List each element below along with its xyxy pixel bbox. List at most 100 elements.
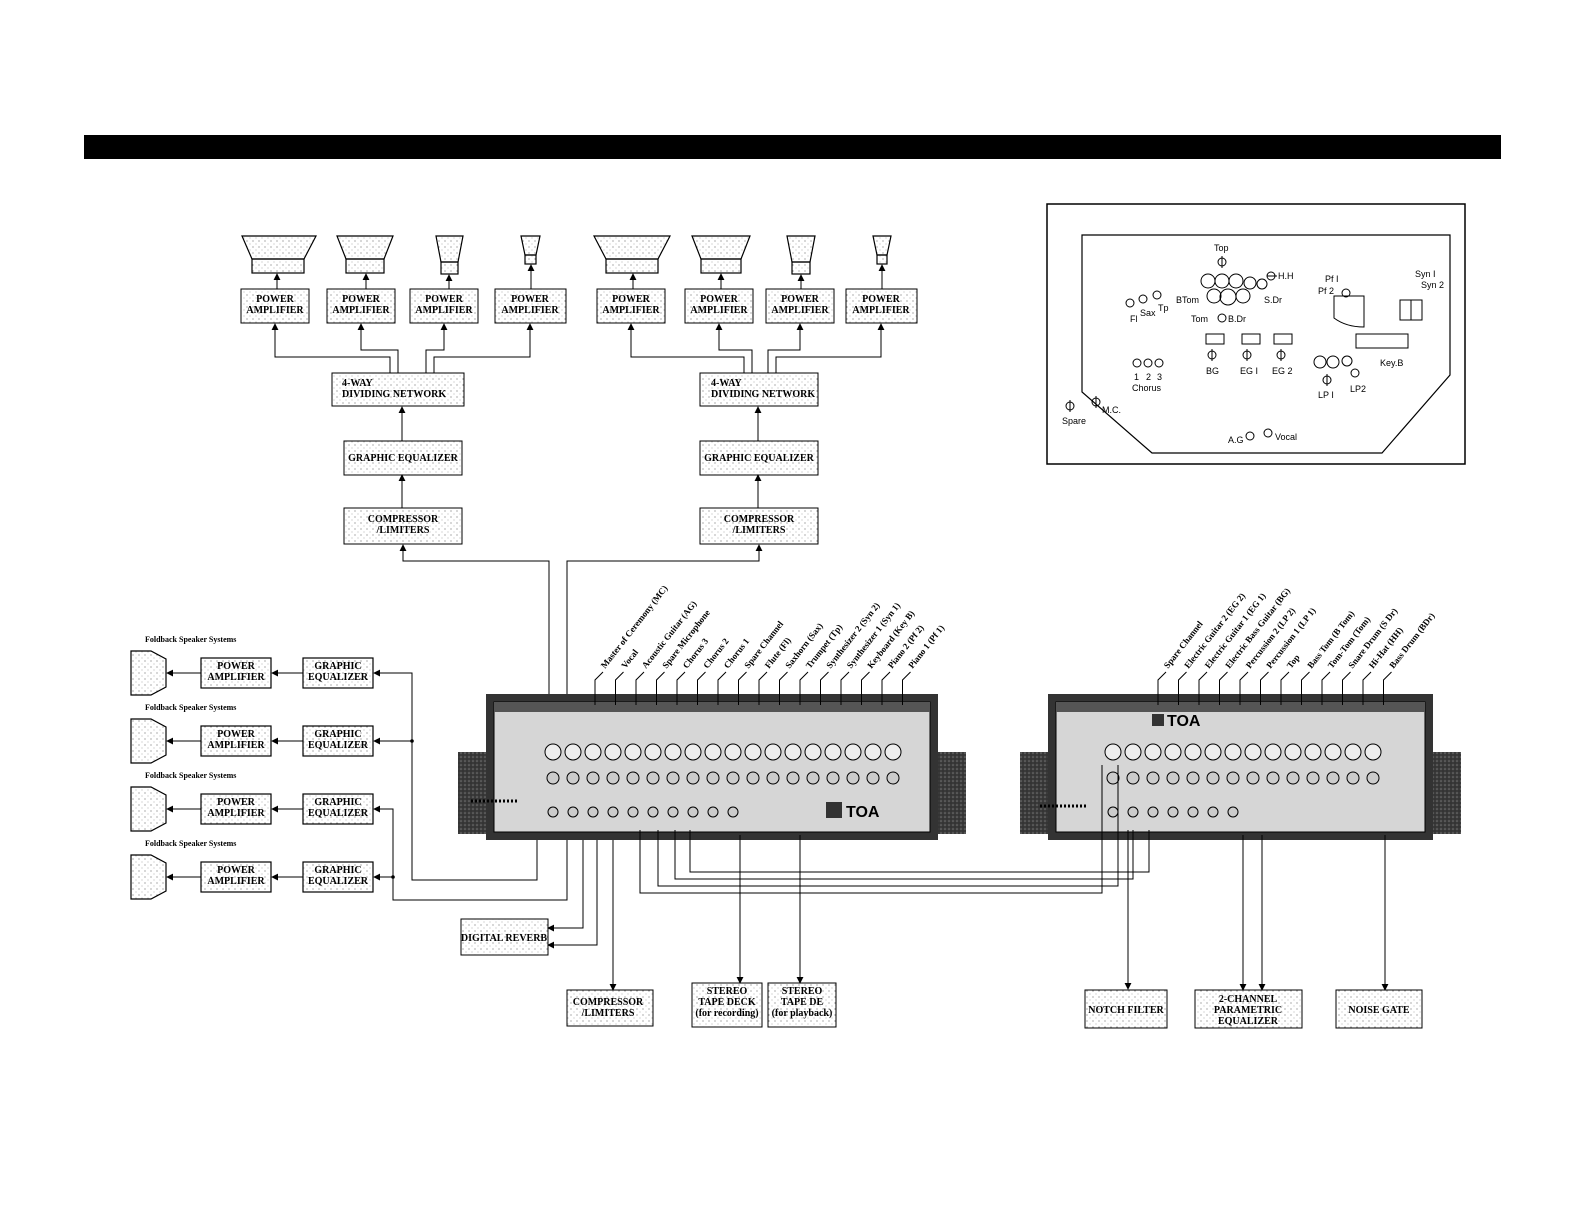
channel-label: Vocal [619, 647, 640, 670]
left-console-brand: TOA [846, 804, 880, 821]
jack-icon [866, 771, 880, 785]
dividing-network-box [331, 372, 465, 407]
stage-label-sdr: S.Dr [1264, 295, 1282, 305]
channel-leader [1301, 671, 1310, 705]
speaker-driver-icon [791, 261, 811, 275]
speaker-horn-icon [435, 235, 464, 263]
jack-icon [1127, 806, 1139, 818]
mic-markers [1065, 256, 1360, 441]
jack-icon [607, 806, 619, 818]
jack-icon [646, 771, 660, 785]
jack-icon [846, 771, 860, 785]
foldback-label: Foldback Speaker Systems [145, 839, 236, 848]
jack-icon [686, 771, 700, 785]
jack-icon [744, 743, 762, 761]
power-amplifier-box [494, 288, 567, 324]
channel-leader [820, 671, 829, 705]
header-bar [84, 135, 1501, 159]
stage-label-vocal: Vocal [1275, 432, 1297, 442]
jack-icon [1186, 771, 1200, 785]
speaker-horn-icon [786, 235, 816, 263]
jack-icon [564, 743, 582, 761]
jack-icon [1104, 743, 1122, 761]
compressor-label: COMPRESSOR/LIMITERS [368, 514, 439, 536]
jack-icon [764, 743, 782, 761]
channel-leader [656, 671, 665, 705]
power-amplifier-box [765, 288, 835, 324]
channel-leader [779, 671, 788, 705]
jack-icon [1204, 743, 1222, 761]
dividing-network-box [699, 372, 819, 407]
power-amplifier-box [409, 288, 479, 324]
channel-leader [1178, 671, 1187, 705]
channel-leader [1260, 671, 1269, 705]
stage-label-eg1: EG I [1240, 366, 1258, 376]
power-amplifier-box [240, 288, 310, 324]
right-console: TOA [1020, 694, 1461, 840]
speaker-horn-icon [872, 235, 892, 256]
jack-icon [1306, 771, 1320, 785]
channel-leader [758, 671, 768, 705]
channel-leader [840, 671, 850, 705]
jack-icon [1167, 806, 1179, 818]
foldback-speaker-icon [130, 718, 167, 764]
power-amplifier-box [326, 288, 396, 324]
speaker-driver-icon [251, 258, 305, 274]
foldback-eq-box [302, 861, 374, 893]
jack-icon [566, 771, 580, 785]
jack-icon [1226, 771, 1240, 785]
stage-label-chorus: Chorus [1132, 383, 1162, 393]
jack-icon [604, 743, 622, 761]
jack-icon [684, 743, 702, 761]
keyboard-area [1205, 295, 1423, 369]
channel-leader [1321, 671, 1331, 705]
jack-icon [627, 806, 639, 818]
left-input-jacks [544, 743, 902, 818]
channel-label: Top [1285, 653, 1302, 671]
channel-leader [1219, 671, 1228, 705]
jack-icon [806, 771, 820, 785]
foldback-speaker-icon [130, 786, 167, 832]
jack-icon [746, 771, 760, 785]
jack-icon [1106, 771, 1120, 785]
speaker-driver-icon [440, 261, 459, 275]
power-amplifier-box [596, 288, 666, 324]
stage-label-btom: BTom [1176, 295, 1199, 305]
jack-icon [1146, 771, 1160, 785]
channel-leader [697, 671, 706, 705]
jack-icon [864, 743, 882, 761]
stage-label-chorus-2: 2 [1146, 372, 1151, 382]
speaker-horn-icon [241, 235, 317, 260]
jack-icon [544, 743, 562, 761]
stage-label-pf1: Pf I [1325, 274, 1339, 284]
jack-icon [1207, 806, 1219, 818]
graphic-eq-box [343, 440, 463, 476]
jack-icon [1164, 743, 1182, 761]
stage-label-keyb: Key.B [1380, 358, 1403, 368]
speaker-horn-icon [520, 235, 541, 256]
noise-gate-label: NOISE GATE [1348, 1005, 1410, 1016]
jack-icon [824, 743, 842, 761]
notch-filter-label: NOTCH FILTER [1088, 1005, 1164, 1016]
jack-icon [547, 806, 559, 818]
jack-icon [784, 743, 802, 761]
jack-icon [1166, 771, 1180, 785]
channel-leader [676, 671, 686, 705]
jack-icon [1126, 771, 1140, 785]
compressor-box [699, 507, 819, 545]
jack-icon [687, 806, 699, 818]
channel-leader [1239, 671, 1249, 705]
jack-icon [1304, 743, 1322, 761]
noise-gate-box [1335, 989, 1423, 1029]
jack-icon [1364, 743, 1382, 761]
jack-icon [1246, 771, 1260, 785]
digital-reverb-box [460, 918, 549, 956]
